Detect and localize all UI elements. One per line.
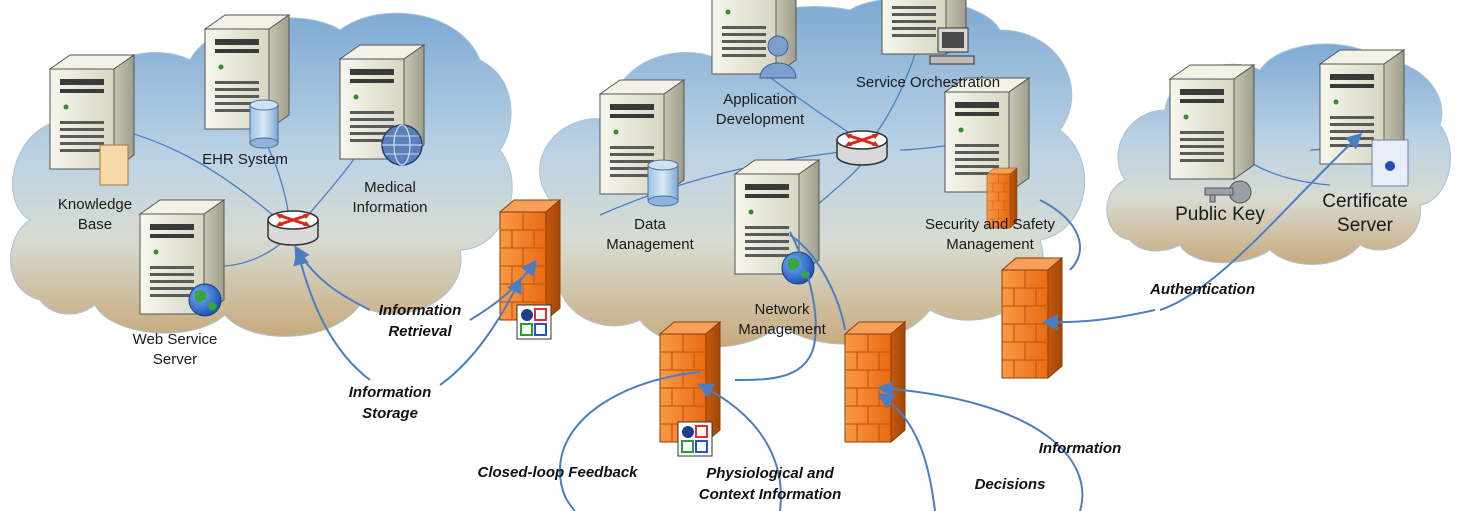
app-badge-icon [516,304,552,340]
server-public-key[interactable] [1169,64,1255,204]
flow-label-authentication: Authentication [1150,281,1255,298]
globe-icon [188,283,222,317]
server-data-management[interactable] [599,79,685,207]
label-medical-information: Medical Information [352,179,428,216]
database-icon [647,159,679,207]
server-knowledge-base[interactable] [49,54,135,186]
flow-label-closed-loop-feedback: Closed-loop Feedback [477,464,638,481]
server-web-service[interactable] [139,199,225,317]
firewall-bottom-right[interactable] [844,321,906,443]
server-ehr-system[interactable] [204,14,290,149]
key-icon [1204,180,1252,204]
label-certificate-server: Certificate Server [1322,191,1408,236]
flow-label-information: Information [1038,440,1122,457]
user-icon [759,35,797,79]
flow-label-decisions: Decisions [974,476,1046,493]
router-left[interactable] [266,209,320,247]
label-service-orchestration: Service Orchestration [855,74,1001,91]
flow-arrows [293,132,1363,511]
server-medical-information[interactable] [339,44,425,166]
flow-label-information-storage: Information Storage [348,384,432,422]
label-data-management: Data Management [606,216,694,253]
server-service-orchestration[interactable] [881,0,975,65]
document-icon [99,144,129,186]
server-certificate[interactable] [1319,49,1409,187]
wire-globe-icon [381,124,423,166]
label-knowledge-base: Knowledge Base [57,196,133,233]
certificate-icon [1371,139,1409,187]
app-badge-icon [677,421,713,457]
workstation-icon [929,27,975,65]
label-web-service-server: Web Service Server [132,331,218,368]
router-center[interactable] [835,129,889,167]
flow-label-physiological-context: Physiological and Context Information [698,465,842,503]
label-network-management: Network Management [738,301,826,338]
database-icon [249,99,279,149]
label-ehr-system: EHR System [202,151,288,168]
server-network-management[interactable] [734,159,820,285]
firewall-right[interactable] [1001,257,1063,379]
label-security-safety: Security and Safety Management [924,216,1056,253]
label-public-key: Public Key [1175,204,1265,225]
server-application-development[interactable] [711,0,797,79]
flow-label-information-retrieval: Information Retrieval [378,302,462,340]
label-application-development: Application Development [715,91,805,128]
